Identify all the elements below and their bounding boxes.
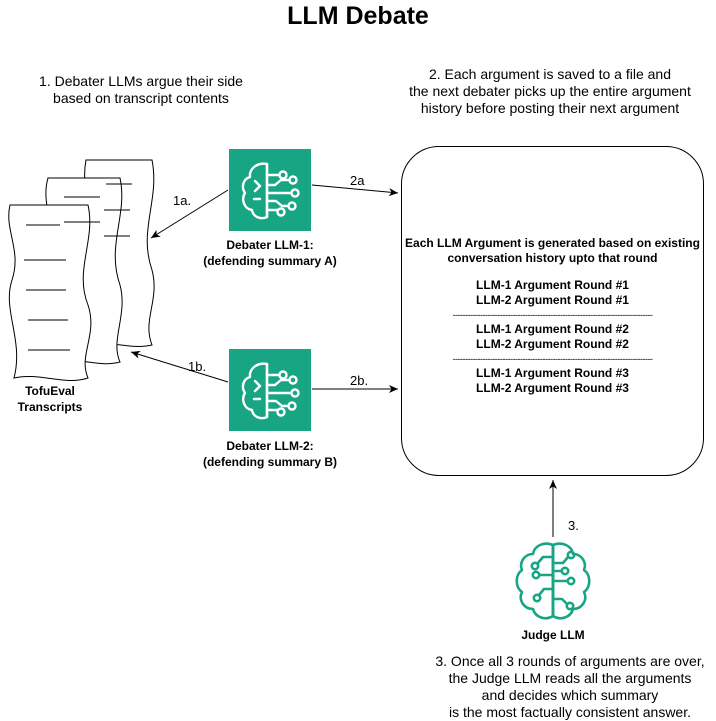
argument-history-box	[401, 146, 704, 476]
step2-note: 2. Each argument is saved to a file and …	[395, 66, 705, 117]
argument-round-2-llm1: LLM-1 Argument Round #2	[476, 322, 629, 336]
judge-label: Judge LLM	[521, 628, 585, 642]
argument-round-3-llm1: LLM-1 Argument Round #3	[476, 366, 629, 380]
argument-round-2-llm2: LLM-2 Argument Round #2	[476, 337, 629, 351]
transcripts-label-line: TofuEval	[25, 384, 75, 398]
edge-label-1a: 1a.	[173, 193, 192, 208]
debater-1-tile	[229, 149, 311, 231]
argument-box-header: Each LLM Argument is generated based on …	[401, 236, 704, 266]
transcript-page-front	[8, 204, 92, 382]
argument-round-1-llm1: LLM-1 Argument Round #1	[476, 278, 629, 292]
arrow-1b	[130, 350, 229, 383]
round-divider: ----------------------------------------…	[452, 310, 653, 320]
debater-2-label-line: Debater LLM-2:	[226, 439, 314, 453]
transcript-stack-icon	[8, 159, 155, 382]
edge-label-2b: 2b.	[350, 373, 369, 388]
argument-box-header-line: Each LLM Argument is generated based on …	[405, 236, 700, 250]
argument-round-3-llm2: LLM-2 Argument Round #3	[476, 381, 629, 395]
argument-rounds-list: LLM-1 Argument Round #1 LLM-2 Argument R…	[401, 278, 704, 396]
step3-line: is the most factually consistent answer.	[449, 704, 691, 720]
arrow-2a	[311, 184, 399, 197]
step1-note: 1. Debater LLMs argue their side based o…	[16, 73, 266, 107]
edge-label-3: 3.	[568, 518, 579, 533]
debater-1-label: Debater LLM-1: (defending summary A)	[195, 237, 345, 269]
debater-2-tile	[229, 349, 311, 431]
diagram-title: LLM Debate	[287, 2, 429, 30]
step3-note: 3. Once all 3 rounds of arguments are ov…	[425, 653, 715, 721]
brain-circuit-icon	[241, 162, 300, 220]
round-divider: ----------------------------------------…	[452, 354, 653, 364]
transcripts-label-line: Transcripts	[17, 400, 83, 414]
edge-label-1b: 1b.	[188, 359, 207, 374]
argument-box-header-line: conversation history upto that round	[447, 251, 658, 265]
brain-circuit-icon	[241, 362, 300, 420]
step1-line: 1. Debater LLMs argue their side	[39, 73, 243, 89]
edge-label-2a: 2a	[350, 173, 365, 188]
arrow-1a	[150, 189, 229, 239]
step2-line: history before posting their next argume…	[420, 100, 680, 116]
step2-line: the next debater picks up the entire arg…	[409, 83, 691, 99]
step3-line: the Judge LLM reads all the arguments	[448, 670, 692, 686]
transcripts-label: TofuEval Transcripts	[0, 383, 100, 415]
debater-1-label-line: (defending summary A)	[203, 254, 337, 268]
brain-circuit-icon	[515, 542, 591, 620]
step2-line: 2. Each argument is saved to a file and	[428, 66, 672, 82]
argument-round-1-llm2: LLM-2 Argument Round #1	[476, 293, 629, 307]
debater-2-label-line: (defending summary B)	[202, 455, 337, 469]
debater-2-label: Debater LLM-2: (defending summary B)	[195, 438, 345, 470]
judge-icon-wrap	[510, 537, 596, 623]
step1-line: based on transcript contents	[53, 90, 229, 106]
step3-line: and decides which summary	[481, 687, 659, 703]
debater-1-label-line: Debater LLM-1:	[226, 238, 314, 252]
step3-line: 3. Once all 3 rounds of arguments are ov…	[435, 653, 705, 669]
